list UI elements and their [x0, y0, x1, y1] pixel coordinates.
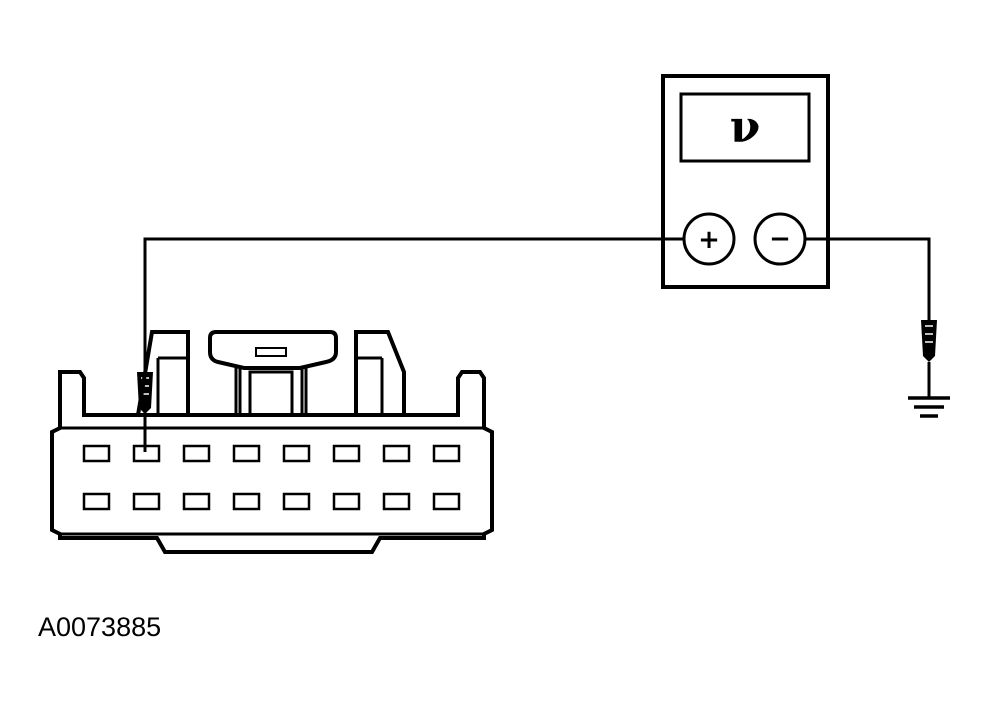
connector-pin — [432, 444, 461, 463]
pin-row-bottom — [82, 492, 461, 511]
connector-pin — [182, 492, 211, 511]
connector-pin — [282, 492, 311, 511]
connector — [50, 330, 494, 554]
figure-id: A0073885 — [38, 612, 162, 642]
connector-pin — [282, 444, 311, 463]
pin-row-top — [82, 444, 461, 463]
positive-terminal-label: + — [698, 225, 720, 255]
connector-pin — [82, 492, 111, 511]
connector-pin — [232, 492, 261, 511]
negative-lead-wire — [805, 237, 931, 320]
positive-lead-wire — [143, 237, 684, 372]
connector-pin — [82, 444, 111, 463]
connector-latch — [208, 330, 338, 370]
connector-pin — [332, 444, 361, 463]
voltmeter-body — [661, 74, 830, 289]
voltmeter-display — [679, 92, 811, 163]
negative-terminal-label: − — [769, 224, 791, 254]
connector-pin — [382, 492, 411, 511]
negative-probe — [921, 320, 937, 362]
voltmeter-display-symbol: ν — [730, 102, 761, 153]
connector-left-tower — [136, 330, 190, 416]
connector-pin — [182, 444, 211, 463]
connector-right-tower — [354, 330, 406, 415]
connector-pin — [332, 492, 361, 511]
voltmeter: ν + − — [661, 74, 830, 289]
connector-pin — [432, 492, 461, 511]
test-leads — [137, 237, 937, 450]
ground-icon — [908, 396, 950, 418]
connector-pin — [382, 444, 411, 463]
connector-pin — [232, 444, 261, 463]
connector-housing — [50, 370, 494, 554]
connector-pin — [132, 492, 161, 511]
